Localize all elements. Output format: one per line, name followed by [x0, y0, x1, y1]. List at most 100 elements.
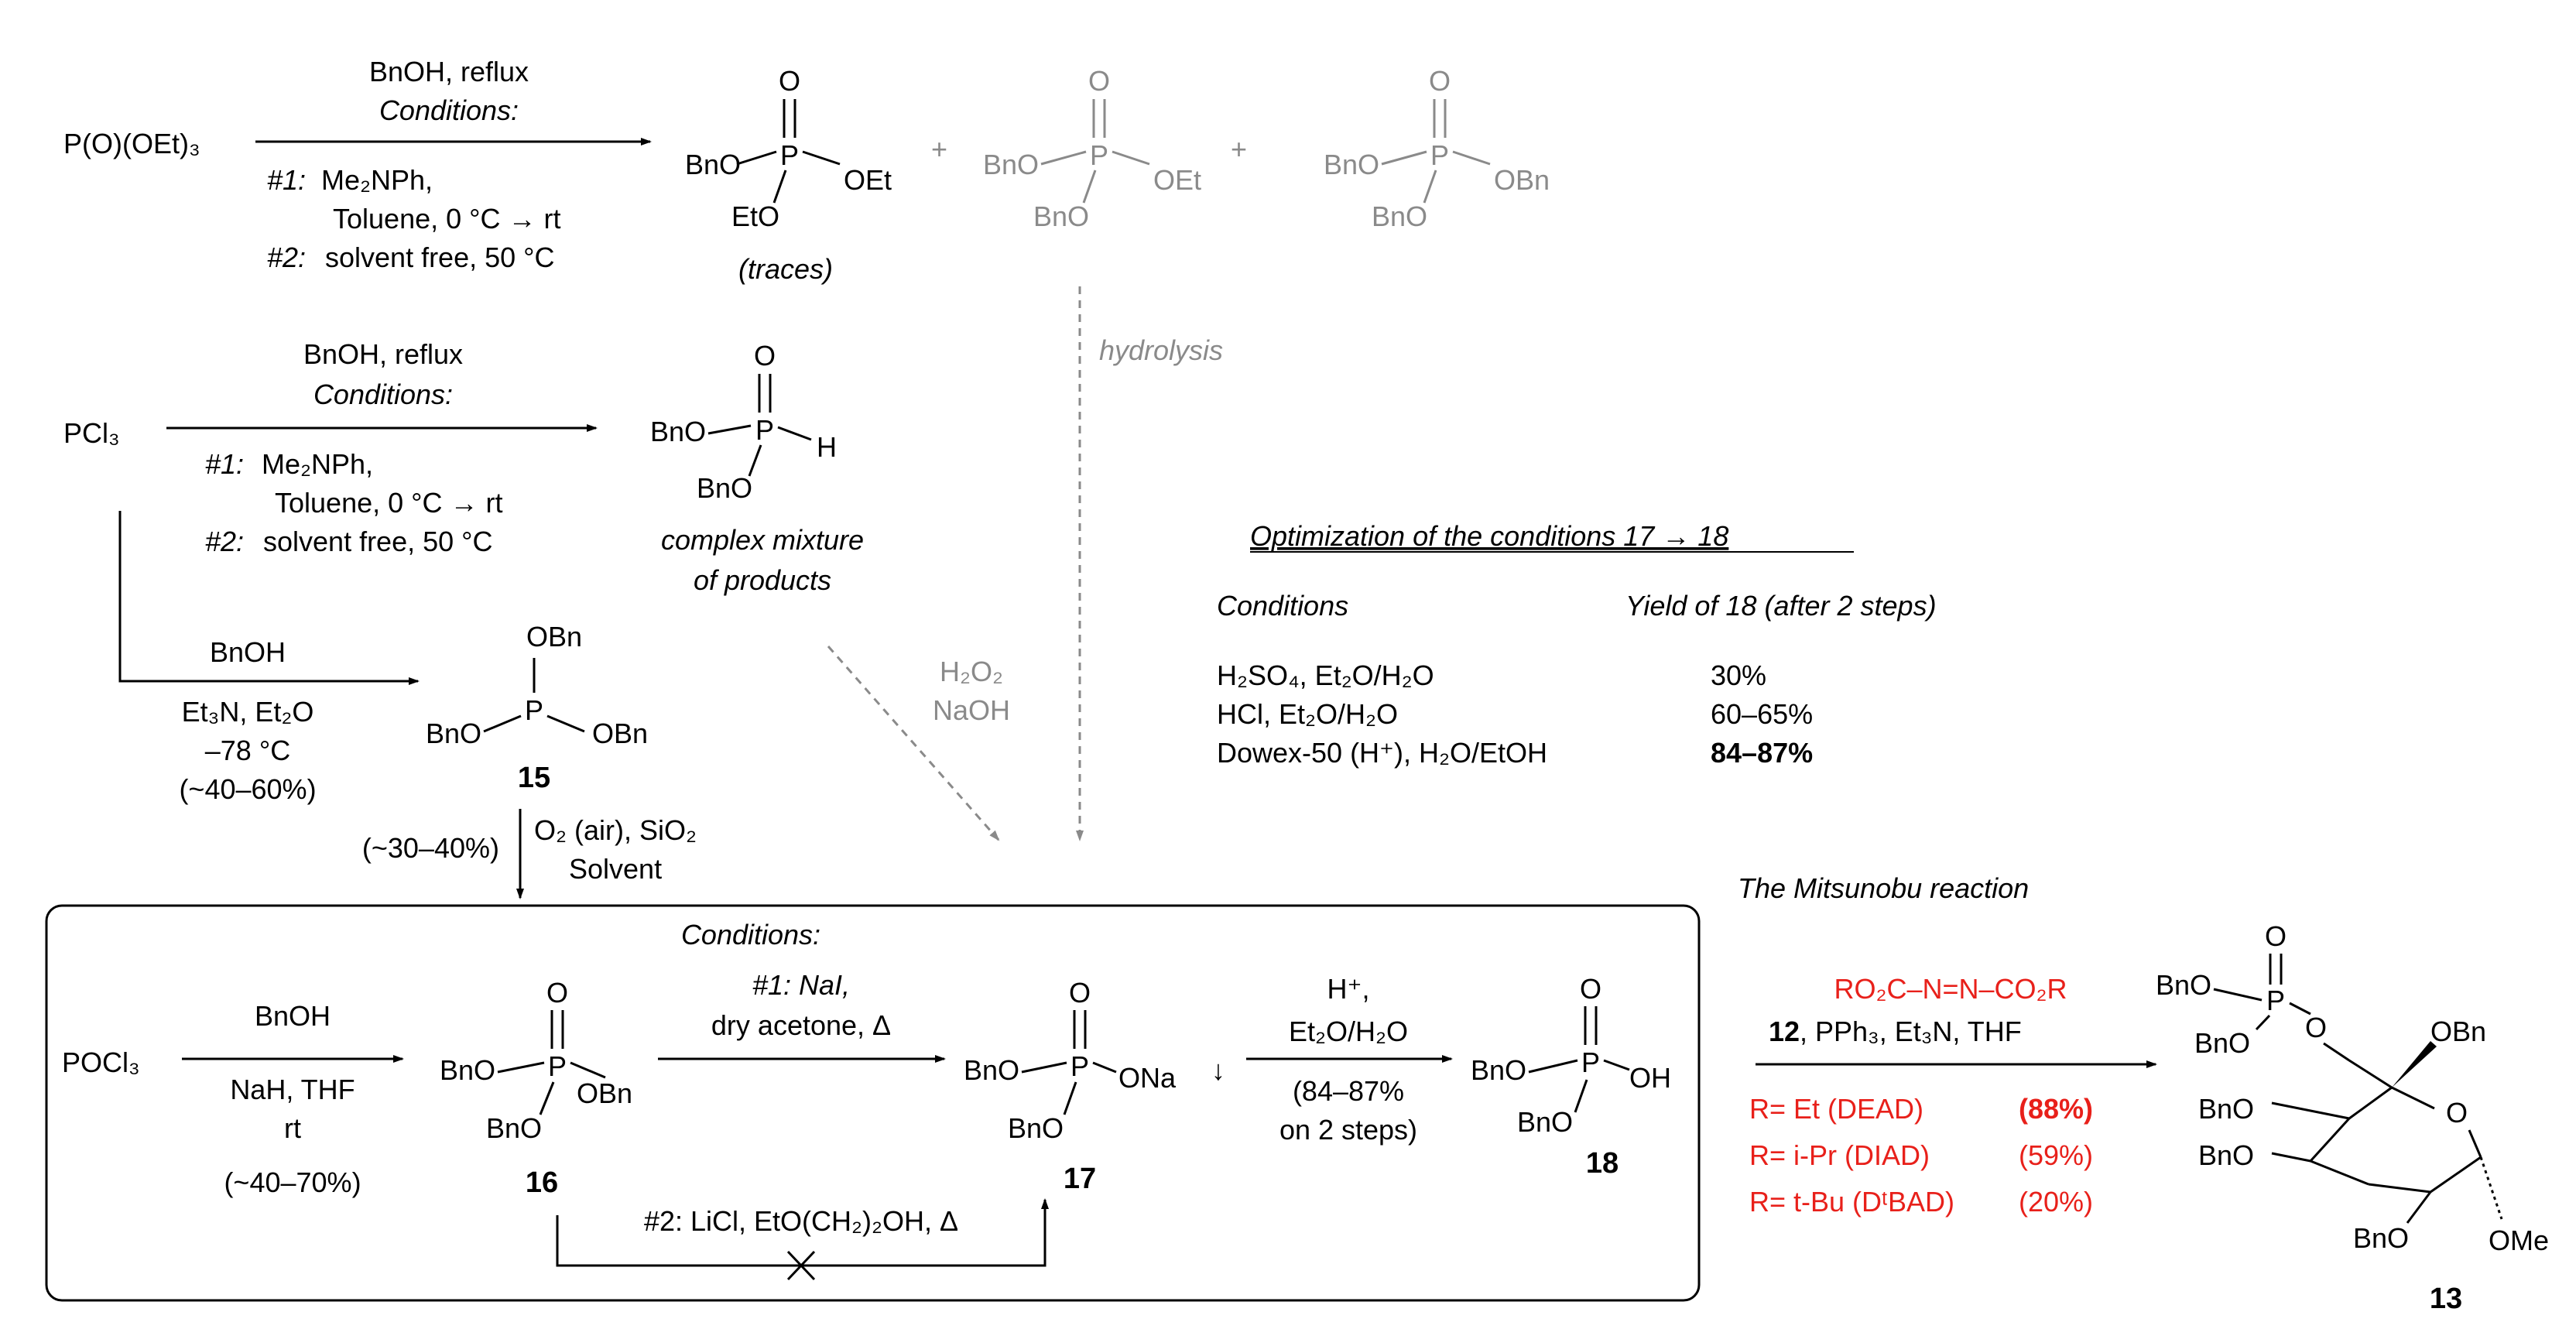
reagent-pocl3: POCl₃ [62, 1046, 140, 1078]
box-conditions-label: Conditions: [681, 919, 820, 951]
svg-text:OBn: OBn [526, 621, 582, 653]
svg-text:P: P [1430, 139, 1449, 171]
optim-header-conditions: Conditions [1217, 590, 1348, 622]
optim-row3-yield: 84–87% [1711, 737, 1813, 769]
optim-row3-cond: Dowex-50 (H⁺), H₂O/EtOH [1217, 737, 1547, 769]
svg-text:O: O [2446, 1097, 2468, 1129]
mitsunobu-r-tbu: R= t-Bu (DᵗBAD) [1749, 1186, 1954, 1218]
optimization-title: Optimization of the conditions 17 → 18 [1250, 520, 1728, 552]
svg-text:BnO: BnO [650, 416, 706, 447]
oxidation-reagent: O₂ (air), SiO₂ [534, 814, 697, 846]
row1-cond1-label: #1: [267, 164, 306, 196]
svg-text:BnO: BnO [486, 1112, 542, 1144]
svg-text:15: 15 [518, 762, 550, 794]
product-tribenzyl-phosphate: O P BnO OBn BnO [1324, 65, 1550, 232]
svg-text:O: O [1088, 65, 1110, 97]
svg-text:EtO: EtO [731, 200, 779, 232]
step3-acid: H⁺, [1327, 973, 1369, 1005]
plus-sign-2: + [1231, 133, 1247, 165]
row2-cond2-label: #2: [205, 526, 244, 557]
row2-conditions-label: Conditions: [313, 378, 453, 410]
svg-text:16: 16 [526, 1166, 558, 1199]
svg-text:OBn: OBn [1494, 164, 1550, 196]
svg-text:O: O [2265, 920, 2287, 952]
svg-text:O: O [546, 977, 568, 1009]
step1-yield: (~40–70%) [224, 1166, 361, 1198]
svg-text:18: 18 [1586, 1147, 1619, 1180]
product-dibenzyl-ethyl-phosphate: O P BnO OEt BnO [983, 65, 1201, 232]
phosphite-reagent-below2: –78 °C [205, 735, 290, 766]
svg-text:O: O [1429, 65, 1451, 97]
svg-text:OEt: OEt [1153, 164, 1201, 196]
oxidation-yield: (~30–40%) [362, 832, 499, 864]
reagent-phosphorus-trichloride: PCl₃ [63, 417, 120, 449]
svg-text:O: O [2305, 1012, 2327, 1043]
svg-text:(traces): (traces) [738, 253, 833, 285]
row2-reagent-above: BnOH, reflux [303, 338, 463, 370]
svg-text:BnO: BnO [440, 1054, 495, 1086]
optim-row1-yield: 30% [1711, 659, 1766, 691]
svg-text:BnO: BnO [2194, 1027, 2250, 1059]
h2o2-label: H₂O₂ [940, 656, 1003, 687]
svg-text:O: O [754, 340, 776, 372]
svg-text:of products: of products [694, 564, 831, 596]
compound-13-glucoside-phosphate: O P BnO BnO O OBn O BnO BnO BnO OMe 13 [2156, 920, 2549, 1315]
svg-text:BnO: BnO [1372, 200, 1427, 232]
product-benzyl-diethyl-phosphate: O P BnO OEt EtO (traces) [685, 65, 892, 285]
reagent-triethyl-phosphate: P(O)(OEt)₃ [63, 128, 200, 159]
mitsunobu-r-ipr: R= i-Pr (DIAD) [1749, 1139, 1930, 1171]
step2-cond2: #2: LiCl, EtO(CH₂)₂OH, Δ [644, 1205, 958, 1237]
mitsunobu-r-et: R= Et (DEAD) [1749, 1093, 1923, 1125]
svg-text:OBn: OBn [592, 718, 648, 749]
svg-text:↓: ↓ [1211, 1054, 1225, 1086]
svg-text:P: P [1090, 139, 1108, 171]
row1-cond1-line2: Toluene, 0 °C → rt [333, 203, 561, 235]
step3-solvent: Et₂O/H₂O [1289, 1016, 1408, 1047]
step2-cond1-solvent: dry acetone, Δ [711, 1009, 891, 1041]
step3-yield-line1: (84–87% [1293, 1075, 1404, 1107]
svg-text:BnO: BnO [2353, 1222, 2409, 1254]
svg-text:BnO: BnO [2198, 1139, 2254, 1171]
svg-text:BnO: BnO [1008, 1112, 1064, 1144]
hydrolysis-label: hydrolysis [1099, 334, 1223, 366]
arrow-to-phosphite [118, 511, 420, 685]
azodicarboxylate-reagent: RO₂C–N=N–CO₂R [1834, 973, 2067, 1005]
svg-text:H: H [817, 431, 837, 463]
row2-cond1-text: Me₂NPh, [262, 448, 373, 480]
row1-cond2-text: solvent free, 50 °C [325, 241, 555, 273]
step1-below1: NaH, THF [230, 1074, 355, 1105]
svg-text:OEt: OEt [844, 164, 892, 196]
step1-below2: rt [284, 1112, 301, 1144]
phosphite-reagent-above: BnOH [210, 636, 286, 668]
step2-cond1: #1: NaI, [752, 969, 850, 1001]
svg-text:BnO: BnO [2156, 969, 2211, 1001]
svg-text:BnO: BnO [1517, 1106, 1573, 1138]
plus-sign-1: + [931, 133, 947, 165]
svg-text:O: O [1069, 977, 1091, 1009]
svg-text:P: P [780, 139, 799, 171]
svg-text:P: P [755, 414, 774, 446]
compound-16-tribenzyl-phosphate: O P BnO OBn BnO 16 [440, 977, 632, 1199]
naoh-label: NaOH [933, 694, 1010, 726]
svg-text:BnO: BnO [1471, 1054, 1526, 1086]
svg-text:P: P [525, 694, 543, 726]
svg-text:P: P [548, 1050, 567, 1082]
svg-text:OMe: OMe [2489, 1225, 2549, 1256]
compound-18-dibenzyl-phosphate: O P BnO OH BnO 18 [1471, 973, 1671, 1180]
oxidation-solvent: Solvent [569, 853, 662, 885]
svg-text:OBn: OBn [2430, 1016, 2486, 1047]
compound-15-tribenzyl-phosphite: OBn P BnO OBn 15 [426, 621, 648, 794]
phosphite-reagent-below1: Et₃N, Et₂O [182, 696, 314, 728]
svg-text:BnO: BnO [2198, 1093, 2254, 1125]
svg-text:O: O [779, 65, 800, 97]
mitsunobu-title: The Mitsunobu reaction [1738, 872, 2029, 904]
svg-text:OBn: OBn [577, 1077, 632, 1109]
optim-row2-yield: 60–65% [1711, 698, 1813, 730]
svg-text:P: P [1581, 1046, 1600, 1078]
row2-cond2-text: solvent free, 50 °C [263, 526, 493, 557]
svg-text:BnO: BnO [426, 718, 481, 749]
row2-cond1-label: #1: [205, 448, 244, 480]
svg-text:ONa: ONa [1118, 1062, 1177, 1094]
svg-text:BnO: BnO [1324, 149, 1379, 180]
